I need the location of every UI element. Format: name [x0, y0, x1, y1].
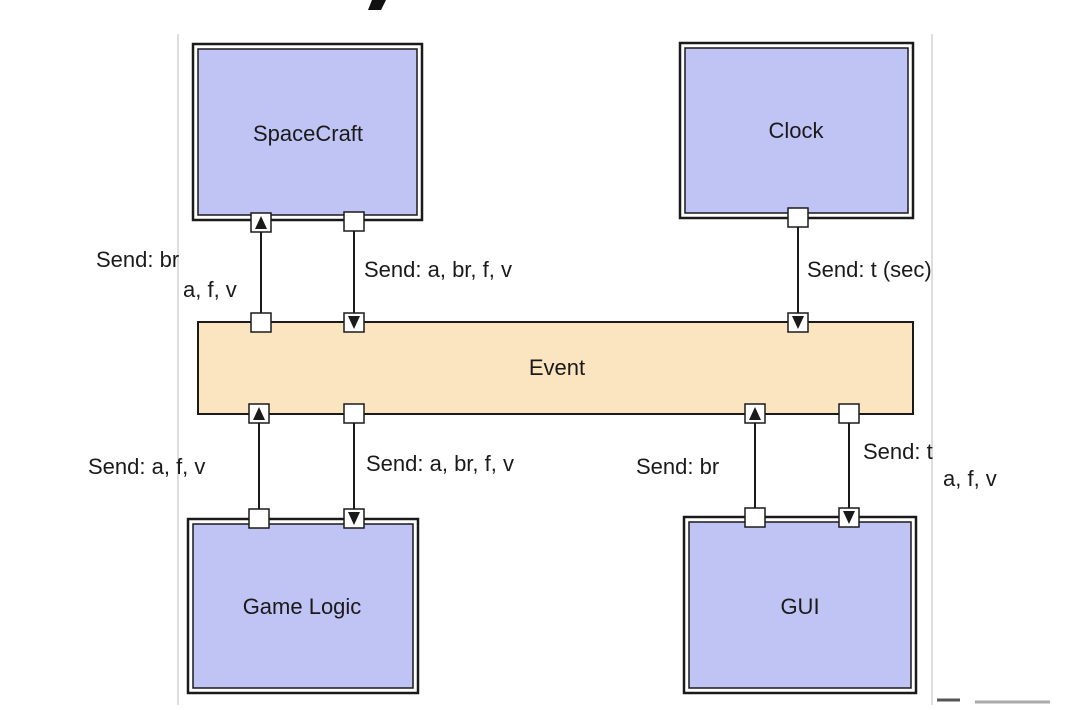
game-logic-out-label: Send: a, f, v [88, 454, 205, 479]
arrow-up-icon [253, 407, 265, 420]
spacecraft-component: SpaceCraft [191, 42, 424, 222]
port-square [744, 507, 766, 528]
port-square [838, 403, 860, 424]
spacecraft-out-label-line2: a, f, v [183, 277, 237, 302]
game-logic-in-label: Send: a, br, f, v [366, 451, 514, 476]
spacecraft-label: SpaceCraft [253, 121, 363, 146]
gui-label: GUI [780, 594, 819, 619]
spacecraft-out-label-line1: Send: br [96, 247, 179, 272]
port-square [343, 211, 365, 232]
gui-out-label: Send: br [636, 454, 719, 479]
gui-in-connector [838, 403, 860, 528]
clock-label: Clock [768, 118, 824, 143]
title-fragment [368, 0, 386, 10]
game-logic-component: Game Logic [186, 517, 420, 695]
game-logic-in-connector [343, 403, 365, 529]
arrow-down-icon [843, 511, 855, 524]
gui-in-label-line1: Send: t [863, 439, 933, 464]
port-square [343, 403, 365, 424]
arrow-down-icon [792, 316, 804, 329]
port-square [250, 312, 272, 333]
gui-out-connector [744, 403, 766, 528]
port-square [787, 207, 809, 228]
game-logic-out-connector [248, 403, 270, 529]
event-label: Event [529, 355, 585, 380]
port-square [248, 508, 270, 529]
spacecraft-in-label: Send: a, br, f, v [364, 257, 512, 282]
spacecraft-out-connector [250, 212, 272, 333]
game-logic-label: Game Logic [243, 594, 362, 619]
clock-out-label: Send: t (sec) [807, 257, 932, 282]
clock-component: Clock [678, 41, 915, 220]
arrow-down-icon [348, 512, 360, 525]
arrow-down-icon [348, 316, 360, 329]
spacecraft-in-connector [343, 211, 365, 333]
arrow-up-icon [255, 216, 267, 229]
gui-component: GUI [682, 515, 918, 695]
event-component: Event [197, 321, 914, 415]
arrow-up-icon [749, 407, 761, 420]
clock-out-connector [787, 207, 809, 333]
gui-in-label-line2: a, f, v [943, 466, 997, 491]
